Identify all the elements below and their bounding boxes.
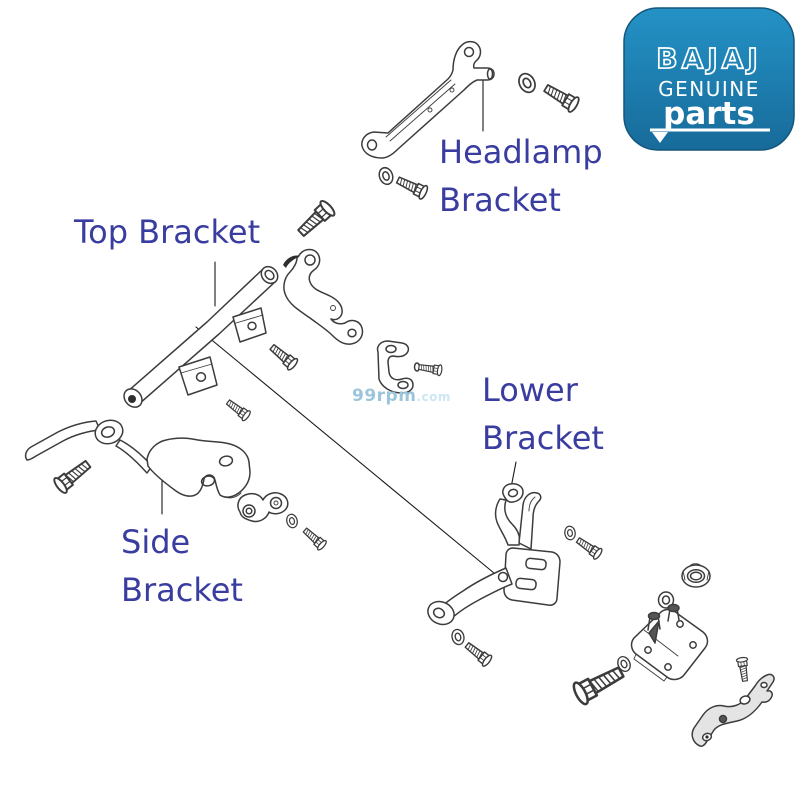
link-plate-part xyxy=(237,492,289,523)
curved-arm-part xyxy=(691,673,775,747)
top-bracket-label: Top Bracket xyxy=(74,212,260,252)
watermark-suffix: .com xyxy=(416,390,451,404)
flange-bolt xyxy=(569,660,628,708)
washer xyxy=(376,165,396,187)
hex-bolt xyxy=(223,396,253,423)
screw xyxy=(573,534,605,562)
logo-background xyxy=(623,7,795,151)
headlamp-bracket-part xyxy=(361,40,495,159)
side-bracket-label: Side Bracket xyxy=(121,523,243,609)
stud-bolt xyxy=(417,361,444,377)
watermark-name: 99rpm xyxy=(352,386,417,406)
side-bracket-part xyxy=(24,419,251,499)
bajaj-genuine-parts-logo: BAJAJ GENUINE parts xyxy=(623,7,795,151)
top-bracket-part xyxy=(123,265,279,408)
screw xyxy=(735,656,752,683)
watermark: 99rpm.com xyxy=(352,386,451,406)
washer xyxy=(514,69,540,97)
screw xyxy=(300,524,329,552)
hex-bolt xyxy=(51,455,95,496)
mount-plate-part xyxy=(630,603,709,682)
grommet-nut xyxy=(681,563,711,588)
screw xyxy=(393,172,430,201)
logo-parts-text: parts xyxy=(663,96,755,132)
washer xyxy=(449,627,467,647)
ring-washer xyxy=(657,591,675,609)
washer xyxy=(284,512,300,530)
logo-brand-text: BAJAJ xyxy=(656,42,762,75)
upper-mount-bracket-part xyxy=(283,248,364,345)
screw xyxy=(462,639,494,669)
hex-bolt xyxy=(293,197,338,241)
hex-bolt xyxy=(266,340,300,373)
lower-bracket-part xyxy=(427,483,561,626)
logo-genuine-text: GENUINE xyxy=(658,77,760,101)
leader-lines xyxy=(161,72,517,579)
washer xyxy=(563,524,577,542)
headlamp-bracket-label: Headlamp Bracket xyxy=(439,133,603,219)
lower-bracket-label: Lower Bracket xyxy=(482,371,604,457)
l-bracket-part xyxy=(376,340,414,394)
top-bracket-label-text: Top Bracket xyxy=(74,213,261,251)
screw xyxy=(540,79,582,115)
logo-chevron-icon xyxy=(652,132,668,143)
